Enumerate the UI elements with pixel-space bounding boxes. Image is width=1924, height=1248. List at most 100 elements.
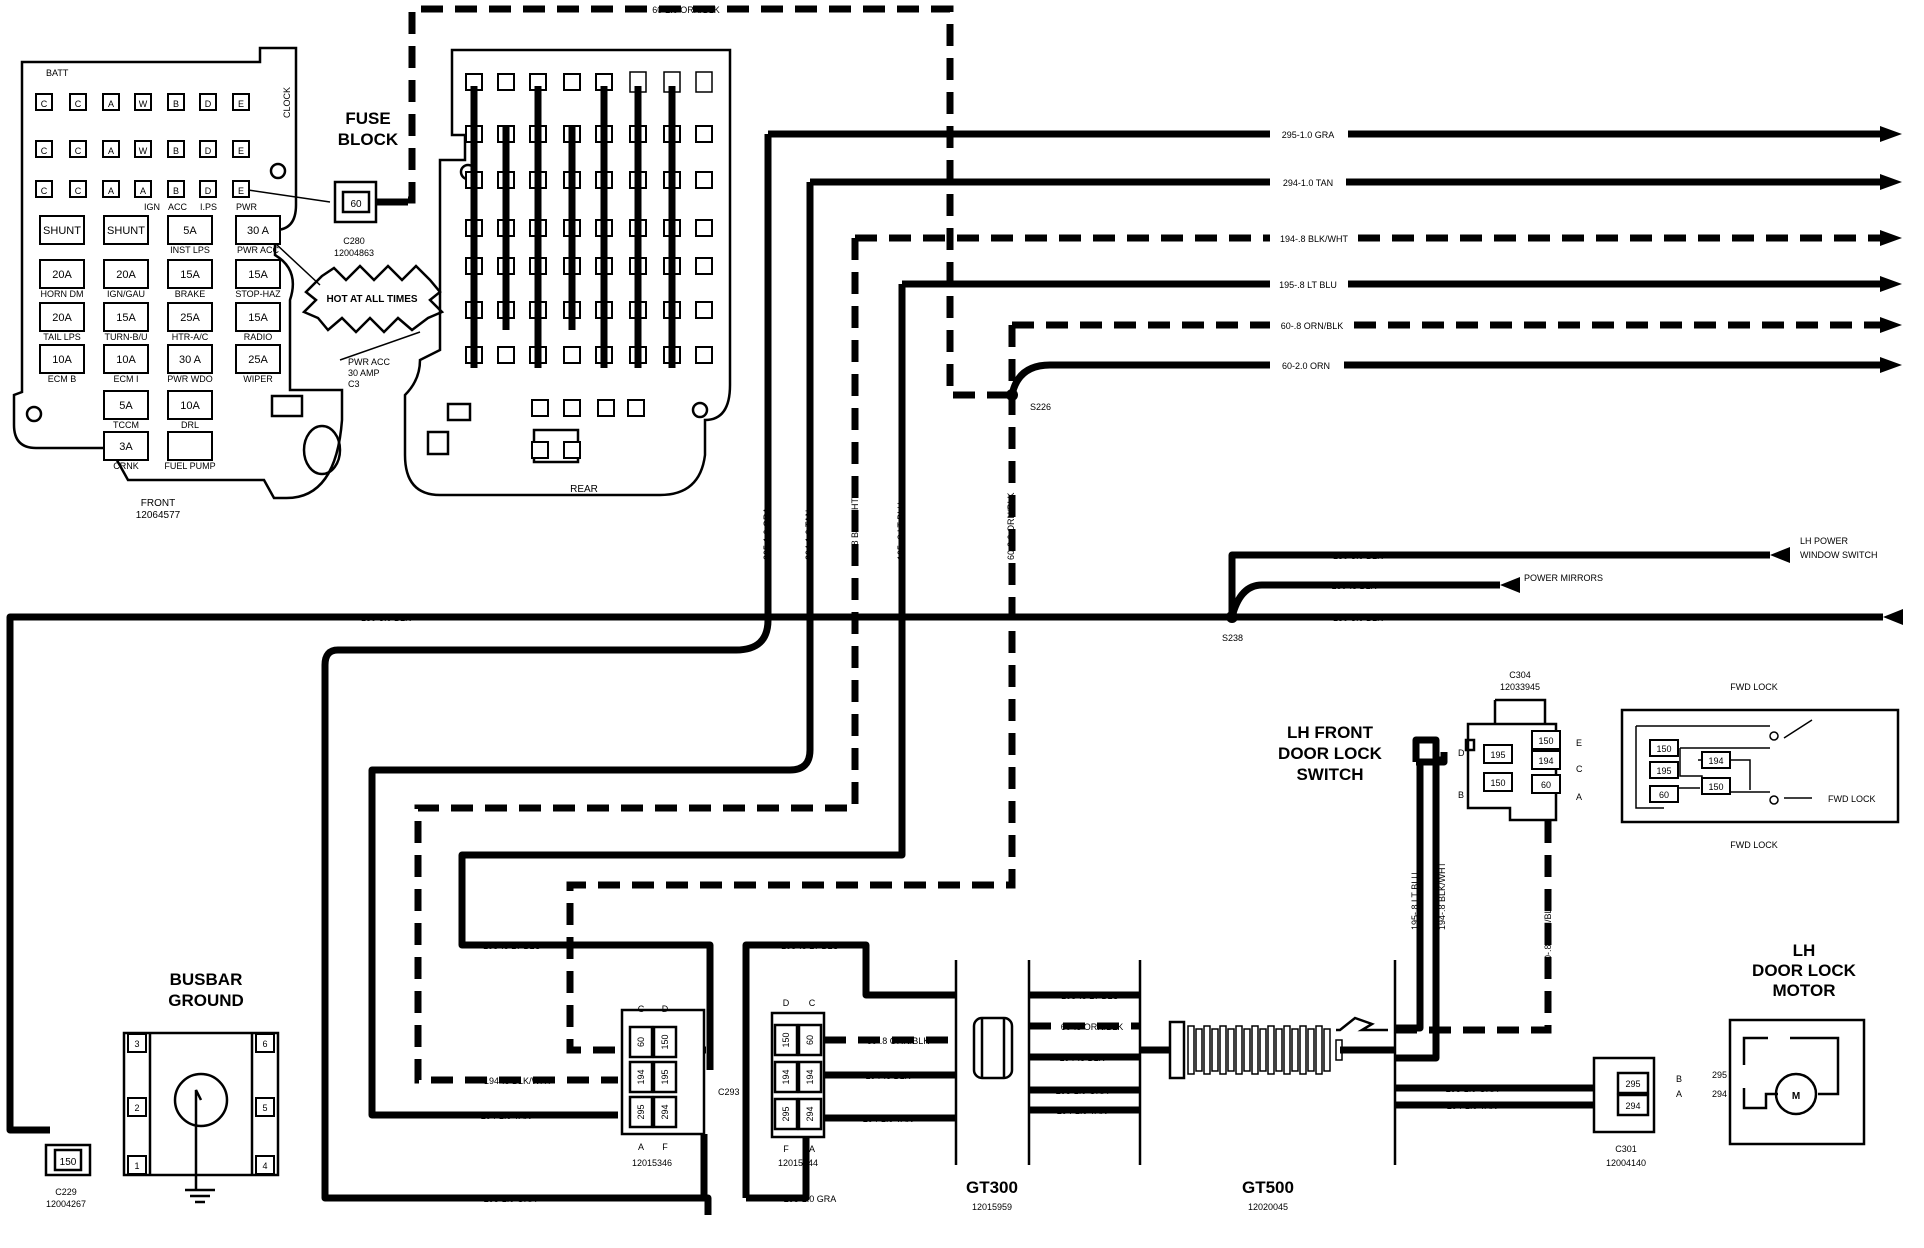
c293-wire-294: 294-1.0 TAN (481, 1111, 531, 1121)
door-lock-motor: M 295 294 (1712, 1018, 1866, 1146)
sw-wire-195: 195-.8 LT BLU (1410, 872, 1420, 930)
arrow-right (1880, 357, 1902, 373)
conn-a-pin: 150 (652, 1025, 678, 1059)
gt500-rib (1291, 1028, 1299, 1072)
arrow-right (1880, 230, 1902, 246)
batt-label: BATT (46, 68, 69, 78)
svg-text:1: 1 (134, 1161, 139, 1171)
svg-text:A: A (108, 146, 114, 156)
gt500-rib (1299, 1025, 1307, 1075)
busbar-pin: 6 (255, 1033, 275, 1053)
svg-text:C: C (41, 99, 48, 109)
rear-relay-cell (563, 441, 581, 459)
svg-text:30 A: 30 A (179, 354, 202, 366)
gt-wire-195: 195-.8 LT BLU (1061, 991, 1119, 1001)
c293-wire-194: 194-.8 BLK/WHT (484, 1076, 553, 1086)
svg-text:D: D (205, 99, 212, 109)
svg-text:295: 295 (1712, 1070, 1727, 1080)
svg-text:IGN/GAU: IGN/GAU (107, 289, 145, 299)
c229-part: 12004267 (46, 1199, 86, 1209)
c301-label: C301 (1615, 1144, 1637, 1154)
svg-text:F: F (662, 1142, 668, 1152)
svg-text:294: 294 (1625, 1101, 1640, 1111)
svg-text:6: 6 (262, 1039, 267, 1049)
fuse-terminal: C (35, 93, 53, 111)
gt500-rib (1283, 1025, 1291, 1075)
fuse-slot: 15A BRAKE (167, 259, 213, 299)
c304-pin: 195 (1483, 744, 1513, 764)
svg-text:M: M (1792, 1091, 1800, 1102)
c301-connector: 295 294 B A C301 12004140 (1592, 1056, 1682, 1168)
conn-b-part: 12015344 (778, 1158, 818, 1168)
rear-relay-cell (531, 441, 549, 459)
wire-295-gra (321, 130, 1880, 1215)
fuse-block-title-2: BLOCK (338, 130, 399, 149)
ign-label: IGN (144, 202, 160, 212)
inset-pin: 150 (1649, 739, 1679, 757)
svg-text:D: D (662, 1004, 669, 1014)
svg-text:W: W (139, 146, 148, 156)
svg-text:10A: 10A (180, 400, 200, 412)
svg-text:60: 60 (350, 199, 362, 210)
svg-text:HTR-A/C: HTR-A/C (172, 332, 209, 342)
svg-text:295: 295 (636, 1104, 646, 1119)
svg-text:ECM I: ECM I (113, 374, 138, 384)
svg-text:15A: 15A (180, 269, 200, 281)
wire-294-tan (368, 178, 1880, 1119)
mid-wire-194: 194-.8 BLK (865, 1071, 910, 1081)
svg-text:5A: 5A (183, 225, 197, 237)
rear-cell (497, 73, 515, 91)
gt-wire-295: 295-1.0 GRA (1056, 1086, 1109, 1096)
conn-a-pin: 194 (628, 1060, 654, 1094)
c304-pin: 194 (1531, 750, 1561, 770)
rear-relay-cell (563, 399, 581, 417)
svg-text:5A: 5A (119, 400, 133, 412)
svg-text:20A: 20A (116, 269, 136, 281)
fuse-terminal: A (102, 140, 120, 158)
fuse-terminal: E (232, 93, 250, 111)
splice-s226 (1006, 389, 1018, 401)
gt-wire-60: 60-.8 ORN/BLK (1061, 1022, 1124, 1032)
fuse-terminal: E (232, 180, 250, 198)
sw-wire-194: 194-.8 BLK/WHT (1437, 861, 1447, 930)
wire-label-294: 294-1.0 TAN (1283, 178, 1333, 188)
fuse-terminal: D (199, 180, 217, 198)
fuse-terminal: A (102, 180, 120, 198)
pwr-label: PWR (236, 202, 257, 212)
svg-text:B: B (1458, 790, 1464, 800)
gt500-rib (1251, 1025, 1259, 1075)
fwd-lock-bottom: FWD LOCK (1730, 840, 1778, 850)
svg-text:150: 150 (1490, 778, 1505, 788)
svg-text:195: 195 (1490, 750, 1505, 760)
mid-wire-295: 295-1.0 GRA (784, 1194, 837, 1204)
svg-text:C: C (1576, 764, 1583, 774)
svg-text:BRAKE: BRAKE (175, 289, 206, 299)
fuse-terminal: C (69, 93, 87, 111)
rear-cell (695, 301, 713, 319)
gt500-rib (1227, 1028, 1235, 1072)
svg-text:294: 294 (660, 1104, 670, 1119)
fuse-terminal: E (232, 140, 250, 158)
lh-motor-title-1: LH (1793, 941, 1816, 960)
svg-text:294: 294 (805, 1106, 815, 1121)
front-part: 12064577 (136, 510, 181, 521)
fuse-terminal: W (134, 140, 152, 158)
lh-motor-title-2: DOOR LOCK (1752, 961, 1857, 980)
svg-text:A: A (108, 99, 114, 109)
inset-pin: 60 (1649, 785, 1679, 803)
rear-fuse-block: REAR (403, 48, 732, 497)
svg-text:295: 295 (781, 1106, 791, 1121)
busbar-title-2: GROUND (168, 991, 244, 1010)
svg-text:WIPER: WIPER (243, 374, 273, 384)
c229-connector: 150 C229 12004267 (44, 1143, 92, 1209)
wire-label-150-5: 150-.5 BLK (1331, 581, 1376, 591)
rear-cell (695, 346, 713, 364)
mid-wire-60: 60-.8 ORN/BLK (867, 1036, 930, 1046)
svg-text:B: B (173, 99, 179, 109)
c304-pin: 150 (1483, 772, 1513, 792)
